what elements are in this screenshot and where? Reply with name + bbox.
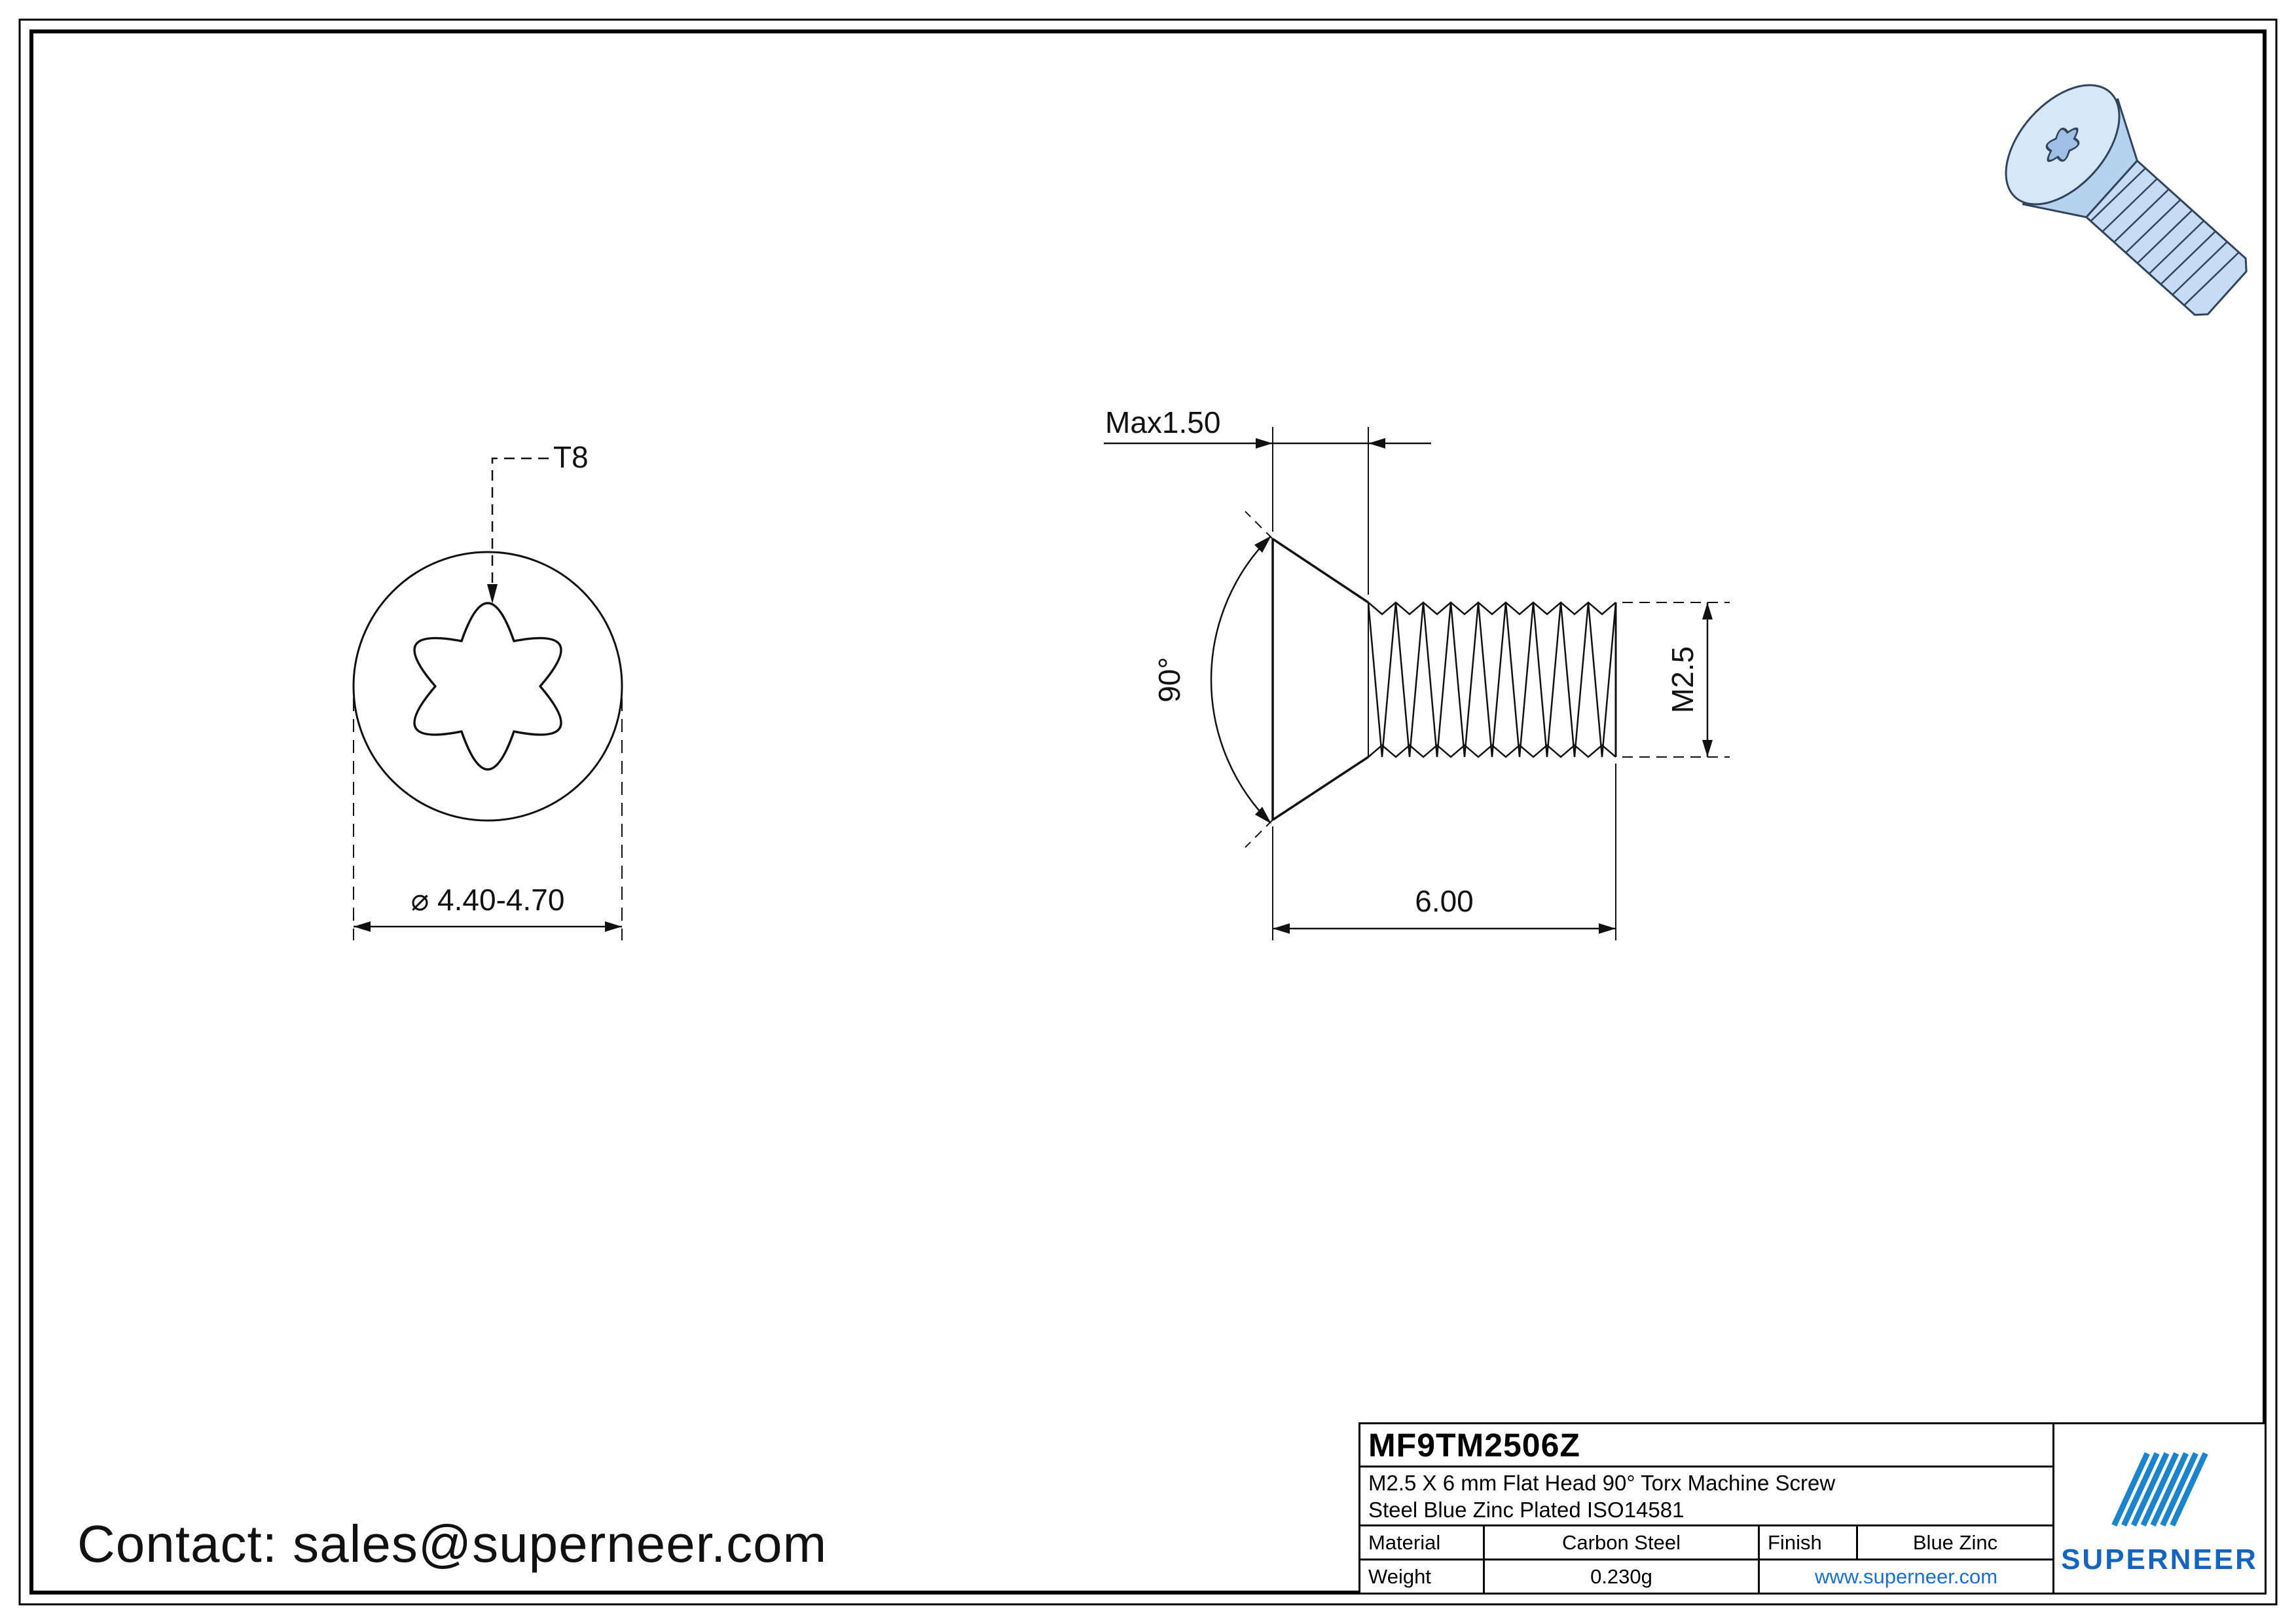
dim-angle-label: 90° <box>1152 657 1186 703</box>
top-view: T8 ⌀ 4.40-4.70 <box>352 440 623 940</box>
description-line-2: Steel Blue Zinc Plated ISO14581 <box>1368 1497 1685 1522</box>
countersink-angle-dimension <box>1210 511 1273 848</box>
dim-drive-label: T8 <box>553 440 589 474</box>
screw-3d-illustration <box>2005 84 2248 316</box>
brand-name: SUPERNEER <box>2061 1543 2258 1576</box>
torx-recess-outline <box>413 602 562 771</box>
description-line-1: M2.5 X 6 mm Flat Head 90° Torx Machine S… <box>1368 1470 1836 1495</box>
screw-head-profile <box>1271 538 1369 821</box>
weight-value: 0.230g <box>1485 1560 1760 1593</box>
brand-area: SUPERNEER <box>2054 1424 2265 1593</box>
brand-logo-icon <box>2111 1452 2208 1527</box>
screw-3d-thread-lines <box>2090 167 2240 306</box>
screw-3d-shank <box>2085 159 2248 316</box>
leader-arrowhead <box>487 584 498 604</box>
finish-label: Finish <box>1760 1526 1858 1559</box>
side-view: Max1.50 90° M2.5 <box>1104 405 1730 940</box>
title-block: MF9TM2506Z M2.5 X 6 mm Flat Head 90° Tor… <box>1358 1422 2265 1593</box>
dim-length-label: 6.00 <box>1415 884 1474 918</box>
title-block-main: MF9TM2506Z M2.5 X 6 mm Flat Head 90° Tor… <box>1360 1424 2054 1593</box>
thread-diameter-dimension <box>1622 602 1730 758</box>
page-border-outer <box>18 18 2278 1606</box>
page-border-inner <box>29 29 2267 1595</box>
finish-value: Blue Zinc <box>1912 1530 1998 1554</box>
material-finish-row: Material Carbon Steel Finish Blue Zinc <box>1360 1526 2052 1560</box>
screw-3d-torx-recess <box>2045 127 2080 162</box>
dim-head-diameter-label: ⌀ 4.40-4.70 <box>411 883 565 917</box>
head-diameter-dimension <box>353 698 623 940</box>
head-outline-circle <box>352 551 623 822</box>
material-value: Carbon Steel <box>1485 1526 1760 1559</box>
material-label: Material <box>1360 1526 1485 1559</box>
part-number: MF9TM2506Z <box>1360 1424 2052 1467</box>
drive-leader <box>487 457 549 604</box>
weight-label: Weight <box>1360 1560 1485 1593</box>
website-link[interactable]: www.superneer.com <box>1814 1564 1998 1588</box>
head-height-dimension <box>1104 427 1431 595</box>
dim-head-height-label: Max1.50 <box>1105 405 1220 439</box>
length-dimension <box>1272 764 1616 940</box>
part-description: M2.5 X 6 mm Flat Head 90° Torx Machine S… <box>1360 1467 2052 1526</box>
contact-text: Contact: sales@superneer.com <box>77 1515 828 1573</box>
thread-profile <box>1367 601 1617 758</box>
weight-website-row: Weight 0.230g www.superneer.com <box>1360 1560 2052 1593</box>
dim-thread-label: M2.5 <box>1666 646 1700 713</box>
